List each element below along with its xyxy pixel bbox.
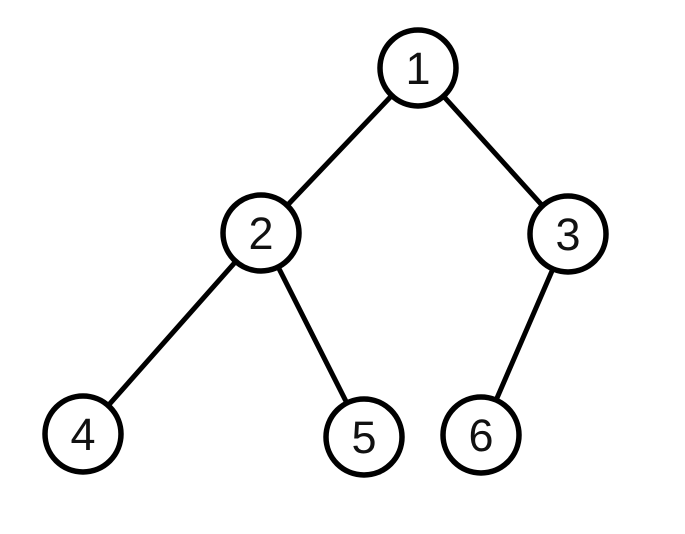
tree-node-2: 2 [220, 192, 302, 274]
tree-node-label-3: 3 [555, 209, 580, 260]
tree-node-5: 5 [323, 396, 405, 478]
tree-edge-2-4 [80, 230, 264, 437]
tree-node-label-5: 5 [351, 412, 376, 463]
tree-node-circle-6 [440, 394, 522, 476]
tree-node-label-2: 2 [248, 208, 273, 259]
tree-node-circle-3 [527, 193, 609, 275]
tree-node-circle-2 [220, 192, 302, 274]
tree-node-label-1: 1 [405, 43, 430, 94]
tree-node-circle-4 [42, 393, 124, 475]
tree-node-circle-1 [377, 27, 459, 109]
tree-node-6: 6 [440, 394, 522, 476]
tree-node-1: 1 [377, 27, 459, 109]
tree-node-3: 3 [527, 193, 609, 275]
tree-node-label-4: 4 [70, 409, 95, 460]
tree-node-circle-5 [323, 396, 405, 478]
tree-node-label-6: 6 [468, 410, 493, 461]
tree-node-4: 4 [42, 393, 124, 475]
